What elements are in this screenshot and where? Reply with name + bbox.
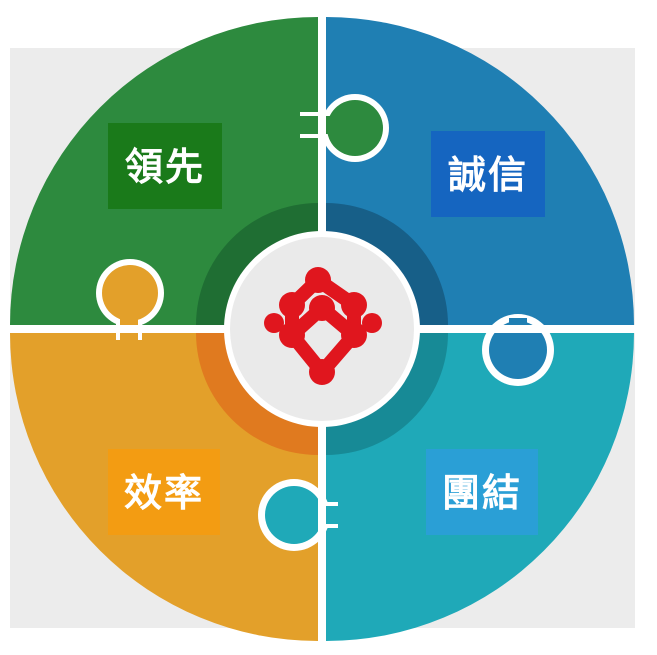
label-top-right: 誠信 <box>431 131 545 217</box>
label-bottom-left: 效率 <box>108 449 220 535</box>
label-text-bottom-left: 效率 <box>124 471 204 515</box>
hub <box>230 237 414 421</box>
label-bottom-right: 團結 <box>426 449 538 535</box>
label-top-left: 領先 <box>108 123 222 209</box>
label-bg-top-right <box>431 131 545 217</box>
label-text-top-left: 領先 <box>125 145 205 189</box>
molecule-logo-icon <box>264 267 382 385</box>
label-bg-bottom-left <box>108 449 220 535</box>
label-text-top-right: 誠信 <box>448 153 528 197</box>
label-bg-bottom-right <box>426 449 538 535</box>
label-text-bottom-right: 團結 <box>442 471 522 515</box>
label-bg-top-left <box>108 123 222 209</box>
